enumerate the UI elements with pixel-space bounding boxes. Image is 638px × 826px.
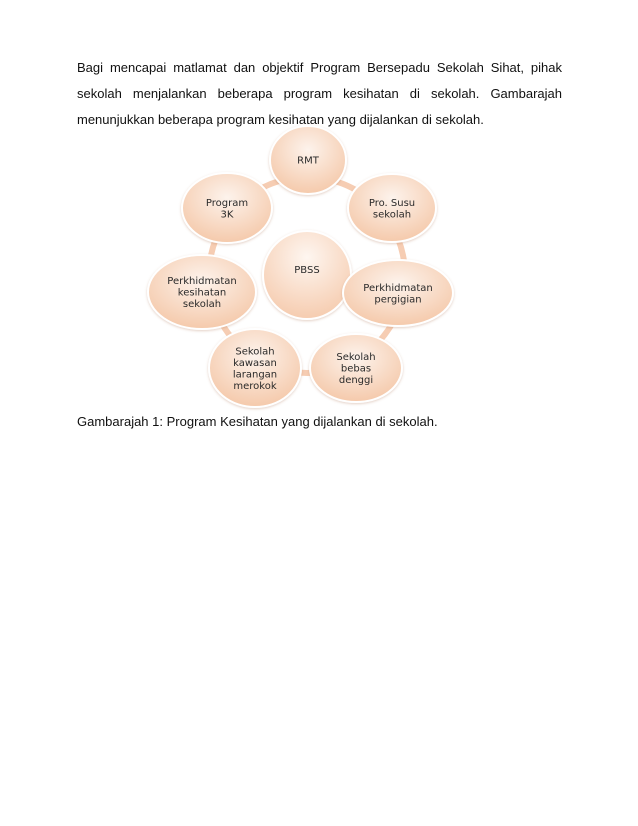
node-label-line: kawasan [233, 358, 277, 369]
intro-word: Sekolah [436, 60, 484, 75]
node-label: RMT [297, 156, 320, 167]
intro-word: mencapai [109, 60, 167, 75]
node-label-line: Perkhidmatan [167, 276, 236, 287]
intro-word: matlamat [173, 60, 227, 75]
node-label-line: RMT [297, 156, 320, 167]
node-shape [342, 259, 454, 327]
intro-word: program [283, 86, 333, 101]
node-shape [269, 125, 347, 195]
node-label-line: denggi [339, 375, 373, 386]
intro-line-3: menunjukkan beberapa program kesihatan y… [77, 112, 484, 127]
node-label-line: kesihatan [178, 288, 226, 299]
node-shape [208, 328, 302, 408]
intro-word: beberapa [217, 86, 273, 101]
node-label-line: Program [206, 198, 248, 209]
node-label-line: Sekolah [235, 346, 274, 357]
center-label: PBSS [294, 265, 319, 276]
node-label-line: pergigian [374, 294, 421, 305]
center-node: PBSS [262, 230, 352, 320]
node-label-line: 3K [221, 209, 234, 220]
intro-word: Sihat, [490, 60, 525, 75]
node-label-line: bebas [341, 364, 371, 375]
intro-word: pihak [530, 60, 562, 75]
node-shape [147, 254, 257, 330]
intro-line-1: Bagi mencapai matlamat dan objektif Prog… [77, 60, 562, 76]
node-label-line: sekolah [373, 209, 411, 220]
intro-word: kesihatan [343, 86, 399, 101]
intro-word: di [409, 86, 420, 101]
intro-line-2: sekolah menjalankan beberapa program kes… [77, 86, 562, 102]
node-label-line: Perkhidmatan [363, 283, 432, 294]
node-label-line: sekolah [183, 299, 221, 310]
intro-word: objektif [262, 60, 304, 75]
node-label-line: Sekolah [336, 352, 375, 363]
figure-caption: Gambarajah 1: Program Kesihatan yang dij… [77, 414, 438, 429]
node-shape [347, 173, 437, 243]
intro-word: sekolah. [430, 86, 480, 101]
intro-word: Program [310, 60, 361, 75]
node-rmt: RMT [269, 125, 347, 195]
intro-word: Bagi [77, 60, 104, 75]
node-label-line: larangan [233, 369, 277, 380]
intro-word: Gambarajah [490, 86, 562, 101]
intro-word: Bersepadu [367, 60, 430, 75]
node-label-line: merokok [233, 381, 276, 392]
node-shape [309, 333, 403, 403]
node-shape [181, 172, 273, 244]
intro-word: menjalankan [132, 86, 207, 101]
node-label-line: Pro. Susu [369, 198, 415, 209]
intro-word: dan [233, 60, 256, 75]
intro-word: sekolah [77, 86, 122, 101]
